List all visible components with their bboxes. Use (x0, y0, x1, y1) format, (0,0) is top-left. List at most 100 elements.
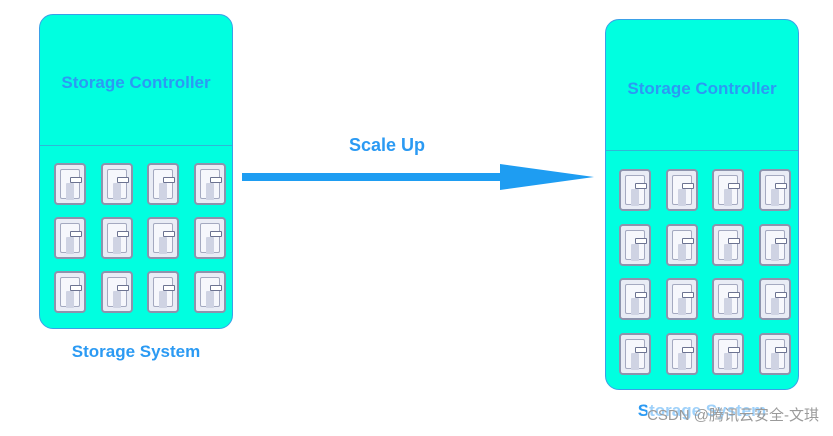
disk-slot (681, 292, 694, 298)
arrow-shaft (242, 173, 504, 181)
hard-disk-icon (712, 223, 744, 266)
disk-face (199, 277, 222, 308)
disk-face (106, 169, 129, 200)
disk-shade (66, 291, 74, 308)
hard-disk-icon (54, 217, 86, 259)
disk-shade (770, 189, 779, 206)
disk-face (718, 338, 740, 370)
hard-disk-icon (193, 163, 226, 205)
hard-disk-icon (147, 271, 179, 313)
disk-face (60, 277, 82, 308)
hard-disk-icon (712, 278, 744, 320)
disk-slot (774, 292, 787, 298)
disk-shade (724, 352, 732, 370)
hard-disk-icon (712, 169, 744, 211)
disk-shade (724, 298, 732, 315)
disk-shade (631, 189, 639, 206)
hard-disk-icon (758, 223, 791, 266)
disk-slot (70, 285, 82, 291)
disk-face (764, 284, 787, 315)
disk-face (199, 223, 222, 254)
disk-face (153, 277, 175, 308)
disk-shade (724, 189, 732, 206)
disk-slot (681, 183, 694, 189)
disk-face (671, 284, 694, 315)
disk-shade (631, 352, 639, 370)
disk-face (764, 338, 787, 370)
disk-face (718, 229, 740, 261)
disk-face (671, 338, 694, 370)
hard-disk-icon (619, 169, 651, 211)
disk-shade (677, 352, 686, 370)
disk-slot (163, 177, 175, 183)
disk-face (60, 169, 82, 200)
disk-shade (770, 243, 779, 261)
disk-slot (209, 177, 222, 183)
disk-shade (66, 183, 74, 200)
disk-slot (774, 237, 787, 244)
disk-slot (116, 231, 129, 237)
disk-shade (112, 291, 121, 308)
disk-face (625, 229, 647, 261)
hard-disk-icon (619, 278, 651, 320)
left-storage-controller-label: Storage Controller (61, 73, 211, 92)
hard-disk-icon (100, 163, 133, 205)
disk-shade (205, 237, 214, 254)
disk-face (106, 223, 129, 254)
hard-disk-icon (619, 223, 651, 266)
disk-shade (724, 243, 732, 261)
hard-disk-icon (712, 332, 744, 375)
disk-slot (774, 346, 787, 353)
hard-disk-icon (100, 271, 133, 313)
disk-slot (209, 231, 222, 237)
disk-slot (728, 183, 740, 189)
disk-slot (116, 177, 129, 183)
disk-slot (209, 285, 222, 291)
disk-slot (635, 346, 647, 353)
disk-slot (70, 231, 82, 237)
hard-disk-icon (619, 332, 651, 375)
hard-disk-icon (758, 278, 791, 320)
arrow-right-icon (242, 164, 594, 190)
disk-shade (159, 237, 167, 254)
disk-shade (159, 291, 167, 308)
hard-disk-icon (147, 163, 179, 205)
disk-shade (631, 298, 639, 315)
disk-shade (205, 183, 214, 200)
disk-slot (774, 183, 787, 189)
disk-shade (677, 189, 686, 206)
disk-face (718, 175, 740, 206)
disk-face (764, 229, 787, 261)
hard-disk-icon (665, 332, 698, 375)
disk-slot (70, 177, 82, 183)
disk-slot (635, 237, 647, 244)
hard-disk-icon (193, 217, 226, 259)
disk-shade (770, 352, 779, 370)
disk-shade (66, 237, 74, 254)
disk-slot (116, 285, 129, 291)
left-controller-divider (40, 145, 232, 146)
watermark: CSDN @腾讯云安全-文琪 (647, 404, 819, 425)
hard-disk-icon (193, 271, 226, 313)
disk-slot (635, 292, 647, 298)
disk-slot (635, 183, 647, 189)
right-disk-grid (619, 169, 791, 375)
disk-face (153, 223, 175, 254)
disk-shade (112, 183, 121, 200)
disk-shade (677, 243, 686, 261)
right-storage-system: Storage Controller (605, 19, 799, 390)
hard-disk-icon (665, 223, 698, 266)
disk-face (718, 284, 740, 315)
arrow-head (500, 164, 594, 190)
disk-shade (631, 243, 639, 261)
disk-slot (681, 346, 694, 353)
disk-face (60, 223, 82, 254)
disk-slot (728, 346, 740, 353)
hard-disk-icon (758, 332, 791, 375)
disk-slot (681, 237, 694, 244)
disk-face (625, 175, 647, 206)
disk-shade (677, 298, 686, 315)
disk-face (671, 229, 694, 261)
hard-disk-icon (54, 271, 86, 313)
scale-up-label: Scale Up (349, 135, 426, 155)
